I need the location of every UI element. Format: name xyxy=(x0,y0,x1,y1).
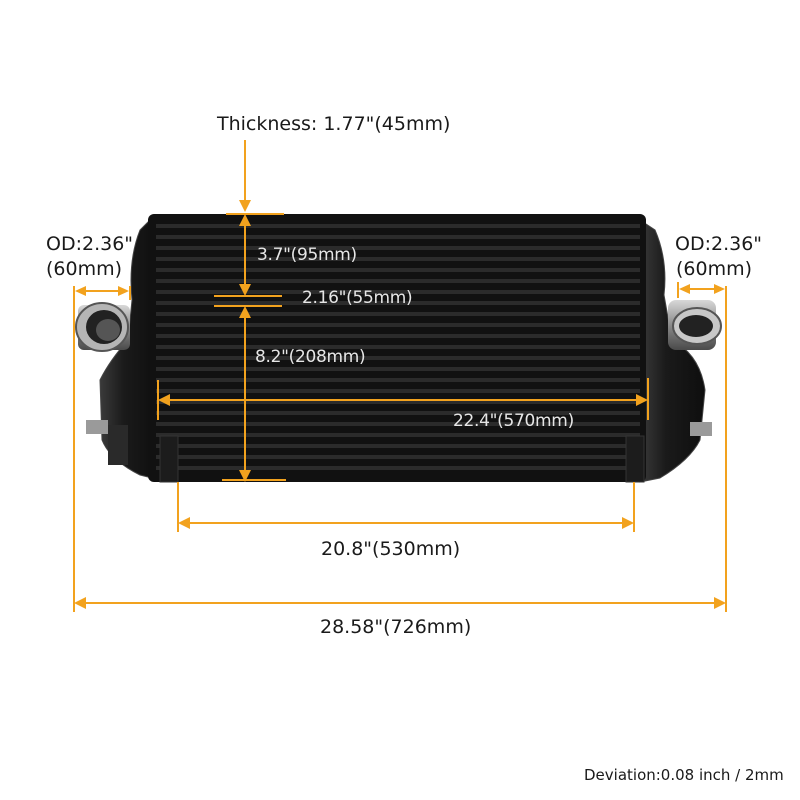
right-outlet-pipe xyxy=(668,300,722,350)
bracket-span-label: 20.8"(530mm) xyxy=(321,538,461,560)
core-fin xyxy=(156,444,640,448)
left-end-tank xyxy=(86,219,161,481)
core-fin xyxy=(156,345,640,349)
deviation-note: Deviation:0.08 inch / 2mm xyxy=(584,766,784,784)
core-fin xyxy=(156,268,640,272)
left-od-label: OD:2.36" xyxy=(46,233,134,255)
core-fin xyxy=(156,389,640,393)
core-fin xyxy=(156,279,640,283)
core-fin xyxy=(156,378,640,382)
core-fin xyxy=(156,367,640,371)
core-height-dimension xyxy=(222,306,286,482)
core-fin xyxy=(156,301,640,305)
left-inlet-pipe xyxy=(75,302,130,352)
core-width-dimension xyxy=(157,378,649,420)
right-foot xyxy=(625,435,645,483)
overall-width-label: 28.58"(726mm) xyxy=(320,616,472,638)
core-fins xyxy=(156,224,640,470)
left-mount-bracket xyxy=(86,420,108,434)
core-fin xyxy=(156,323,640,327)
core-fin xyxy=(156,411,640,415)
core-fin xyxy=(156,257,640,261)
right-od-mm-label: (60mm) xyxy=(676,258,753,280)
core-fin xyxy=(156,246,640,250)
top-tank-dimension xyxy=(239,214,251,296)
core-fin xyxy=(156,235,640,239)
core-fin xyxy=(156,455,640,459)
left-od-mm-label: (60mm) xyxy=(46,258,123,280)
left-foot xyxy=(159,435,179,483)
top-tank-label: 3.7"(95mm) xyxy=(257,245,357,265)
core-fin xyxy=(156,466,640,470)
right-mount-bracket xyxy=(690,422,712,436)
left-od-dimension xyxy=(75,286,131,300)
core-fin xyxy=(156,356,640,360)
intercooler-core xyxy=(148,214,646,483)
bracket-span-dimension xyxy=(177,482,635,532)
core-fin xyxy=(156,422,640,426)
gap-label: 2.16"(55mm) xyxy=(302,288,413,308)
thickness-arrow xyxy=(226,140,284,215)
core-fin xyxy=(156,334,640,338)
core-fin xyxy=(156,290,640,294)
core-fin xyxy=(156,400,640,404)
core-height-label: 8.2"(208mm) xyxy=(255,347,366,367)
right-od-label: OD:2.36" xyxy=(675,233,763,255)
right-od-dimension xyxy=(677,282,725,298)
overall-width-dimension xyxy=(73,286,727,612)
thickness-label: Thickness: 1.77"(45mm) xyxy=(217,113,451,135)
core-fin xyxy=(156,312,640,316)
core-width-label: 22.4"(570mm) xyxy=(453,411,574,431)
dimension-lines xyxy=(73,140,727,612)
right-end-tank xyxy=(639,219,712,483)
core-fin xyxy=(156,433,640,437)
gap-dimension xyxy=(214,295,282,307)
core-fin xyxy=(156,224,640,228)
